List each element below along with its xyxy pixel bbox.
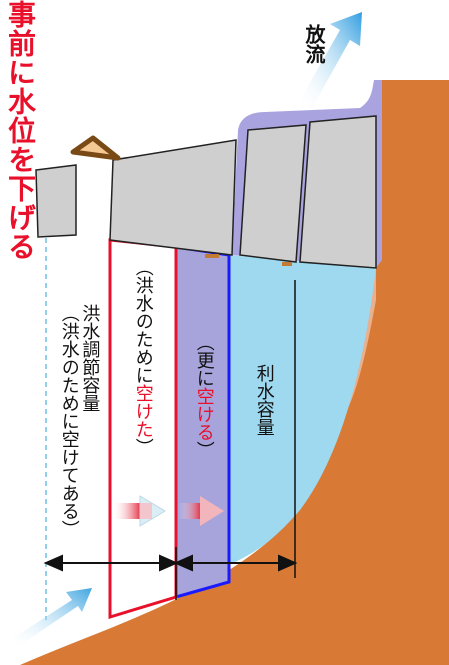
further-label: （更に空ける） — [193, 333, 215, 459]
dam-block-3 — [239, 124, 307, 263]
emptied-prefix: （洪水のために — [132, 258, 154, 384]
further-prefix: （更に — [193, 333, 215, 387]
gate-mark-2 — [282, 262, 292, 266]
water-use-label: 利水容量 — [253, 364, 275, 436]
outflow-label: 放流 — [302, 24, 326, 64]
flood-control-line2: （洪水のために空けてある） — [58, 304, 80, 538]
dam-block-1 — [35, 164, 77, 238]
measure-arrow-water-use — [173, 554, 298, 572]
page-title: 事前に水位を下げる — [4, 0, 37, 261]
inflow-arrow — [10, 588, 92, 648]
emptied-red: 空けた — [132, 384, 154, 438]
flood-control-line1: 洪水調節容量 — [79, 304, 101, 412]
gate-icon — [70, 135, 121, 161]
water-use-volume — [229, 255, 376, 565]
flood-control-label: 洪水調節容量 （洪水のために空けてある） — [58, 304, 101, 538]
emptied-suffix: ） — [132, 438, 154, 456]
gate-mark-1 — [205, 254, 219, 258]
shift-arrow-2 — [178, 496, 224, 526]
dam-block-4 — [299, 115, 377, 269]
emptied-label: （洪水のために空けた） — [132, 258, 154, 456]
outflow-arrow — [300, 12, 362, 108]
measure-arrow-flood-control — [43, 554, 179, 572]
shift-arrow-1 — [112, 495, 166, 527]
ground — [20, 80, 449, 665]
further-suffix: ） — [193, 441, 215, 459]
further-red: 空ける — [193, 387, 215, 441]
dam-block-2 — [109, 139, 237, 256]
